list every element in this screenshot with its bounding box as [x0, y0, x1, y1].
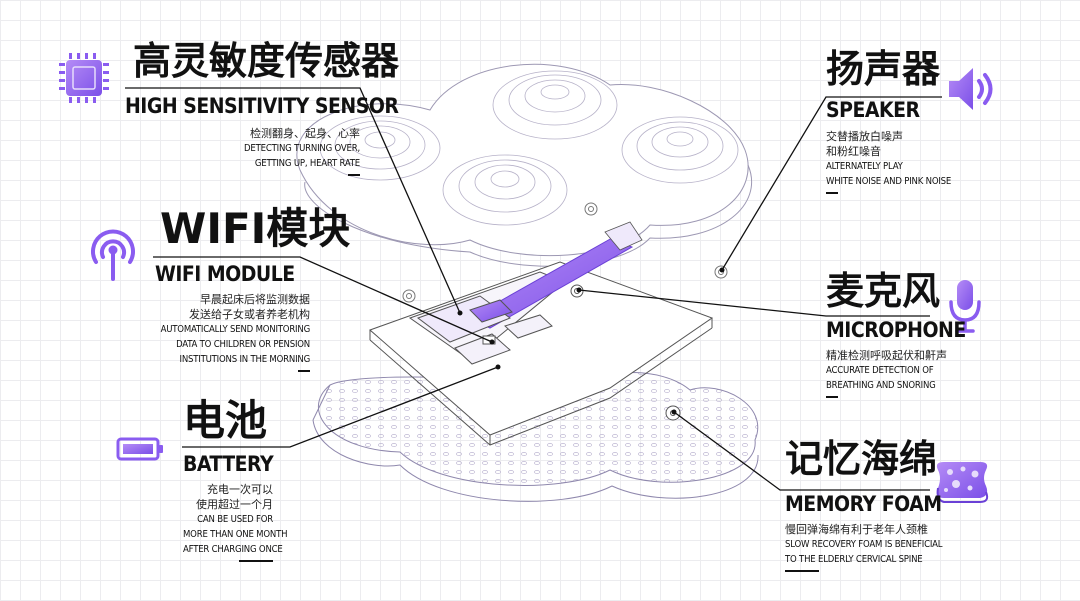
sensor-title-cn: 高灵敏度传感器 [133, 39, 400, 83]
divider-dash [298, 370, 310, 372]
sensor-module [416, 295, 553, 365]
battery-icon [116, 437, 163, 461]
wifi-desc-cn-0: 早晨起床后将监测数据 [200, 293, 310, 306]
foam-desc-en-1: TO THE ELDERLY CERVICAL SPINE [785, 554, 923, 565]
battery-desc-en-0: CAN BE USED FOR [197, 514, 273, 525]
leader-dots [457, 267, 725, 415]
battery-desc-en-2: AFTER CHARGING ONCE [183, 544, 283, 555]
wifi-title-cn: WIFI模块 [160, 204, 351, 253]
speaker-title-cn: 扬声器 [826, 47, 941, 91]
battery-desc-cn-0: 充电一次可以 [207, 483, 273, 496]
wifi-desc-en-2: INSTITUTIONS IN THE MORNING [179, 354, 311, 365]
sensor-desc-en-0: DETECTING TURNING OVER, [244, 143, 360, 154]
battery-title-en: BATTERY [183, 452, 274, 476]
speaker-label: 扬声器 [826, 50, 940, 88]
sensor-label: 高灵敏度传感器 [133, 42, 399, 80]
speaker-desc-en-1: WHITE NOISE AND PINK NOISE [826, 176, 952, 187]
battery-desc-cn-1: 使用超过一个月 [196, 498, 273, 511]
divider-dash [826, 396, 838, 398]
wifi-antenna-icon [91, 229, 135, 281]
sensor-desc-cn: 检测翻身、起身、心率 [250, 127, 360, 140]
sensor-title-en: HIGH SENSITIVITY SENSOR [125, 94, 399, 118]
sensor-desc-en-1: GETTING UP, HEART RATE [254, 158, 360, 169]
wifi-desc-en-1: DATA TO CHILDREN OR PENSION [176, 339, 310, 350]
top-pillow-cover [296, 63, 753, 267]
microphone-title-cn: 麦克风 [826, 269, 941, 313]
wifi-title-en: WIFI MODULE [155, 262, 295, 286]
wifi-details: WIFI MODULE 早晨起床后将监测数据 发送给子女或者养老机构 AUTOM… [155, 264, 310, 372]
speaker-desc-en-0: ALTERNATELY PLAY [826, 161, 903, 172]
flex-cable [468, 221, 643, 329]
foam-desc-cn: 慢回弹海绵有利于老年人颈椎 [785, 523, 928, 536]
microphone-desc-en-0: ACCURATE DETECTION OF [826, 365, 934, 376]
speaker-details: SPEAKER 交替播放白噪声 和粉红噪音 ALTERNATELY PLAY W… [826, 100, 976, 194]
chip-icon [59, 53, 109, 103]
foam-title-en: MEMORY FOAM [785, 492, 942, 516]
divider-dash [348, 174, 360, 176]
foam-label: 记忆海绵 [785, 440, 937, 478]
speaker-icon [949, 68, 993, 110]
microphone-desc-cn: 精准检测呼吸起伏和鼾声 [826, 349, 947, 362]
divider-dash [826, 192, 838, 194]
foam-title-cn: 记忆海绵 [785, 437, 938, 481]
microphone-details: MICROPHONE 精准检测呼吸起伏和鼾声 ACCURATE DETECTIO… [826, 320, 976, 398]
microphone-desc-en-1: BREATHING AND SNORING [826, 380, 936, 391]
speaker-desc-cn-1: 和粉红噪音 [826, 145, 881, 158]
foam-details: MEMORY FOAM 慢回弹海绵有利于老年人颈椎 SLOW RECOVERY … [785, 494, 945, 572]
microphone-title-en: MICROPHONE [826, 318, 966, 342]
battery-title-cn: 电池 [183, 396, 268, 445]
microphone-label: 麦克风 [826, 272, 940, 310]
divider-dash [239, 560, 273, 562]
battery-label: 电池 [183, 400, 267, 442]
speaker-desc-cn-0: 交替播放白噪声 [826, 130, 903, 143]
wifi-desc-cn-1: 发送给子女或者养老机构 [189, 308, 310, 321]
leader-lines [125, 87, 942, 491]
battery-details: BATTERY 充电一次可以 使用超过一个月 CAN BE USED FOR M… [183, 452, 288, 562]
foam-desc-en-0: SLOW RECOVERY FOAM IS BENEFICIAL [785, 539, 943, 550]
memory-foam-layer [312, 372, 759, 502]
sponge-icon [936, 462, 989, 503]
wifi-desc-en-0: AUTOMATICALLY SEND MONITORING [160, 324, 311, 335]
divider-dash [785, 570, 819, 572]
battery-desc-en-1: MORE THAN ONE MONTH [183, 529, 288, 540]
sensor-details: HIGH SENSITIVITY SENSOR 检测翻身、起身、心率 DETEC… [125, 94, 399, 176]
microphone-icon [949, 280, 981, 333]
wifi-label: WIFI模块 [160, 208, 350, 250]
speaker-title-en: SPEAKER [826, 98, 920, 122]
